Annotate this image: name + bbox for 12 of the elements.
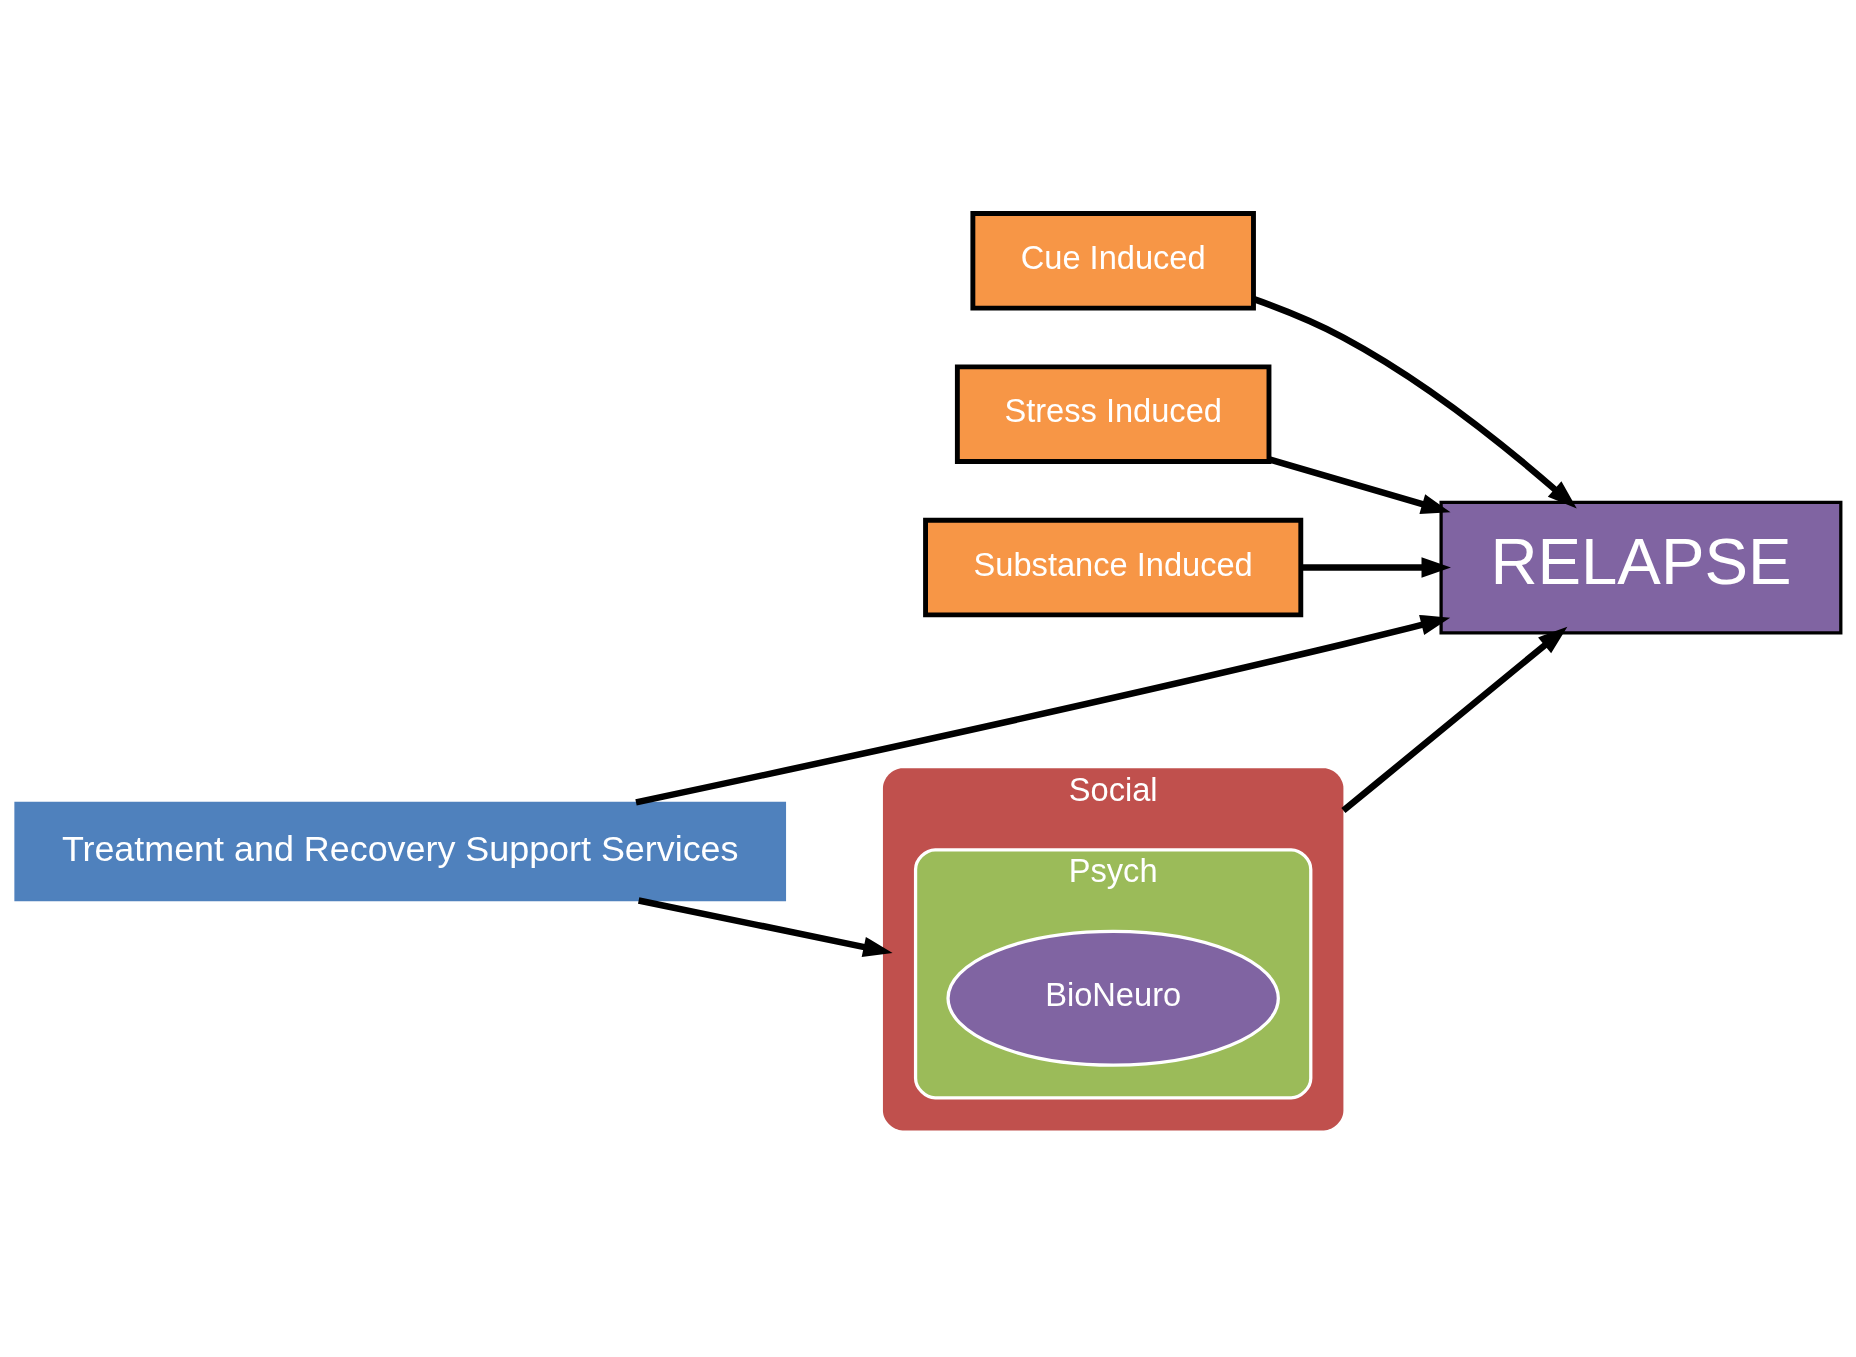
node-box: Substance Induced [923, 517, 1304, 618]
arrow [1341, 626, 1568, 814]
node-box: Cue Induced [970, 211, 1256, 311]
node-box: Stress Induced [954, 364, 1272, 464]
arrow [1252, 296, 1577, 509]
arrow [1301, 557, 1451, 578]
arrow [635, 614, 1451, 806]
arrow [1268, 456, 1451, 514]
arrow [638, 897, 893, 958]
node-box: RELAPSE [1439, 500, 1843, 635]
node-box: Treatment and Recovery Support Services [14, 801, 787, 902]
node-ellipse: BioNeuro [946, 929, 1280, 1067]
